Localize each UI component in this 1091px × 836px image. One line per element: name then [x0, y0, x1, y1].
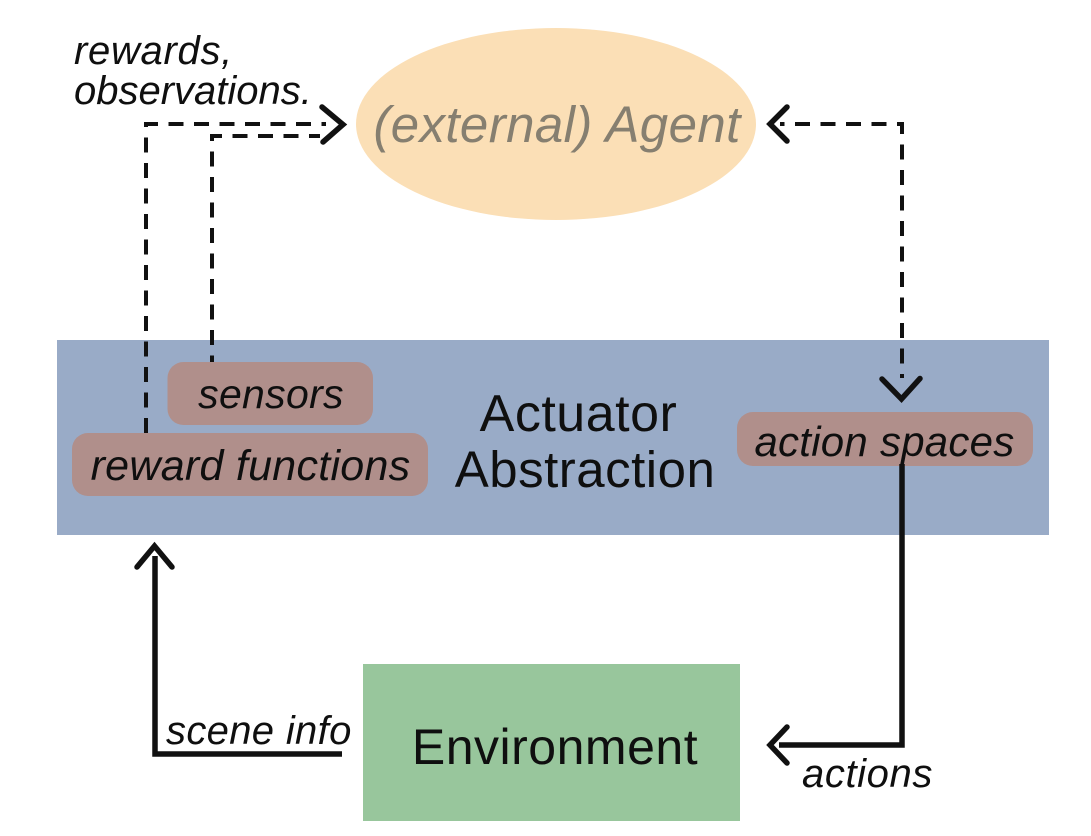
- svg-text:actions: actions: [802, 752, 933, 796]
- svg-text:action spaces: action spaces: [754, 418, 1014, 465]
- svg-text:Abstraction: Abstraction: [455, 441, 716, 498]
- svg-text:reward functions: reward functions: [91, 442, 411, 490]
- svg-text:observations.: observations.: [74, 69, 312, 113]
- svg-text:(external) Agent: (external) Agent: [373, 96, 742, 153]
- svg-text:sensors: sensors: [198, 371, 344, 417]
- svg-text:rewards,: rewards,: [74, 29, 233, 73]
- svg-text:Environment: Environment: [412, 719, 698, 775]
- svg-text:scene info: scene info: [166, 709, 352, 753]
- svg-text:Actuator: Actuator: [480, 385, 678, 443]
